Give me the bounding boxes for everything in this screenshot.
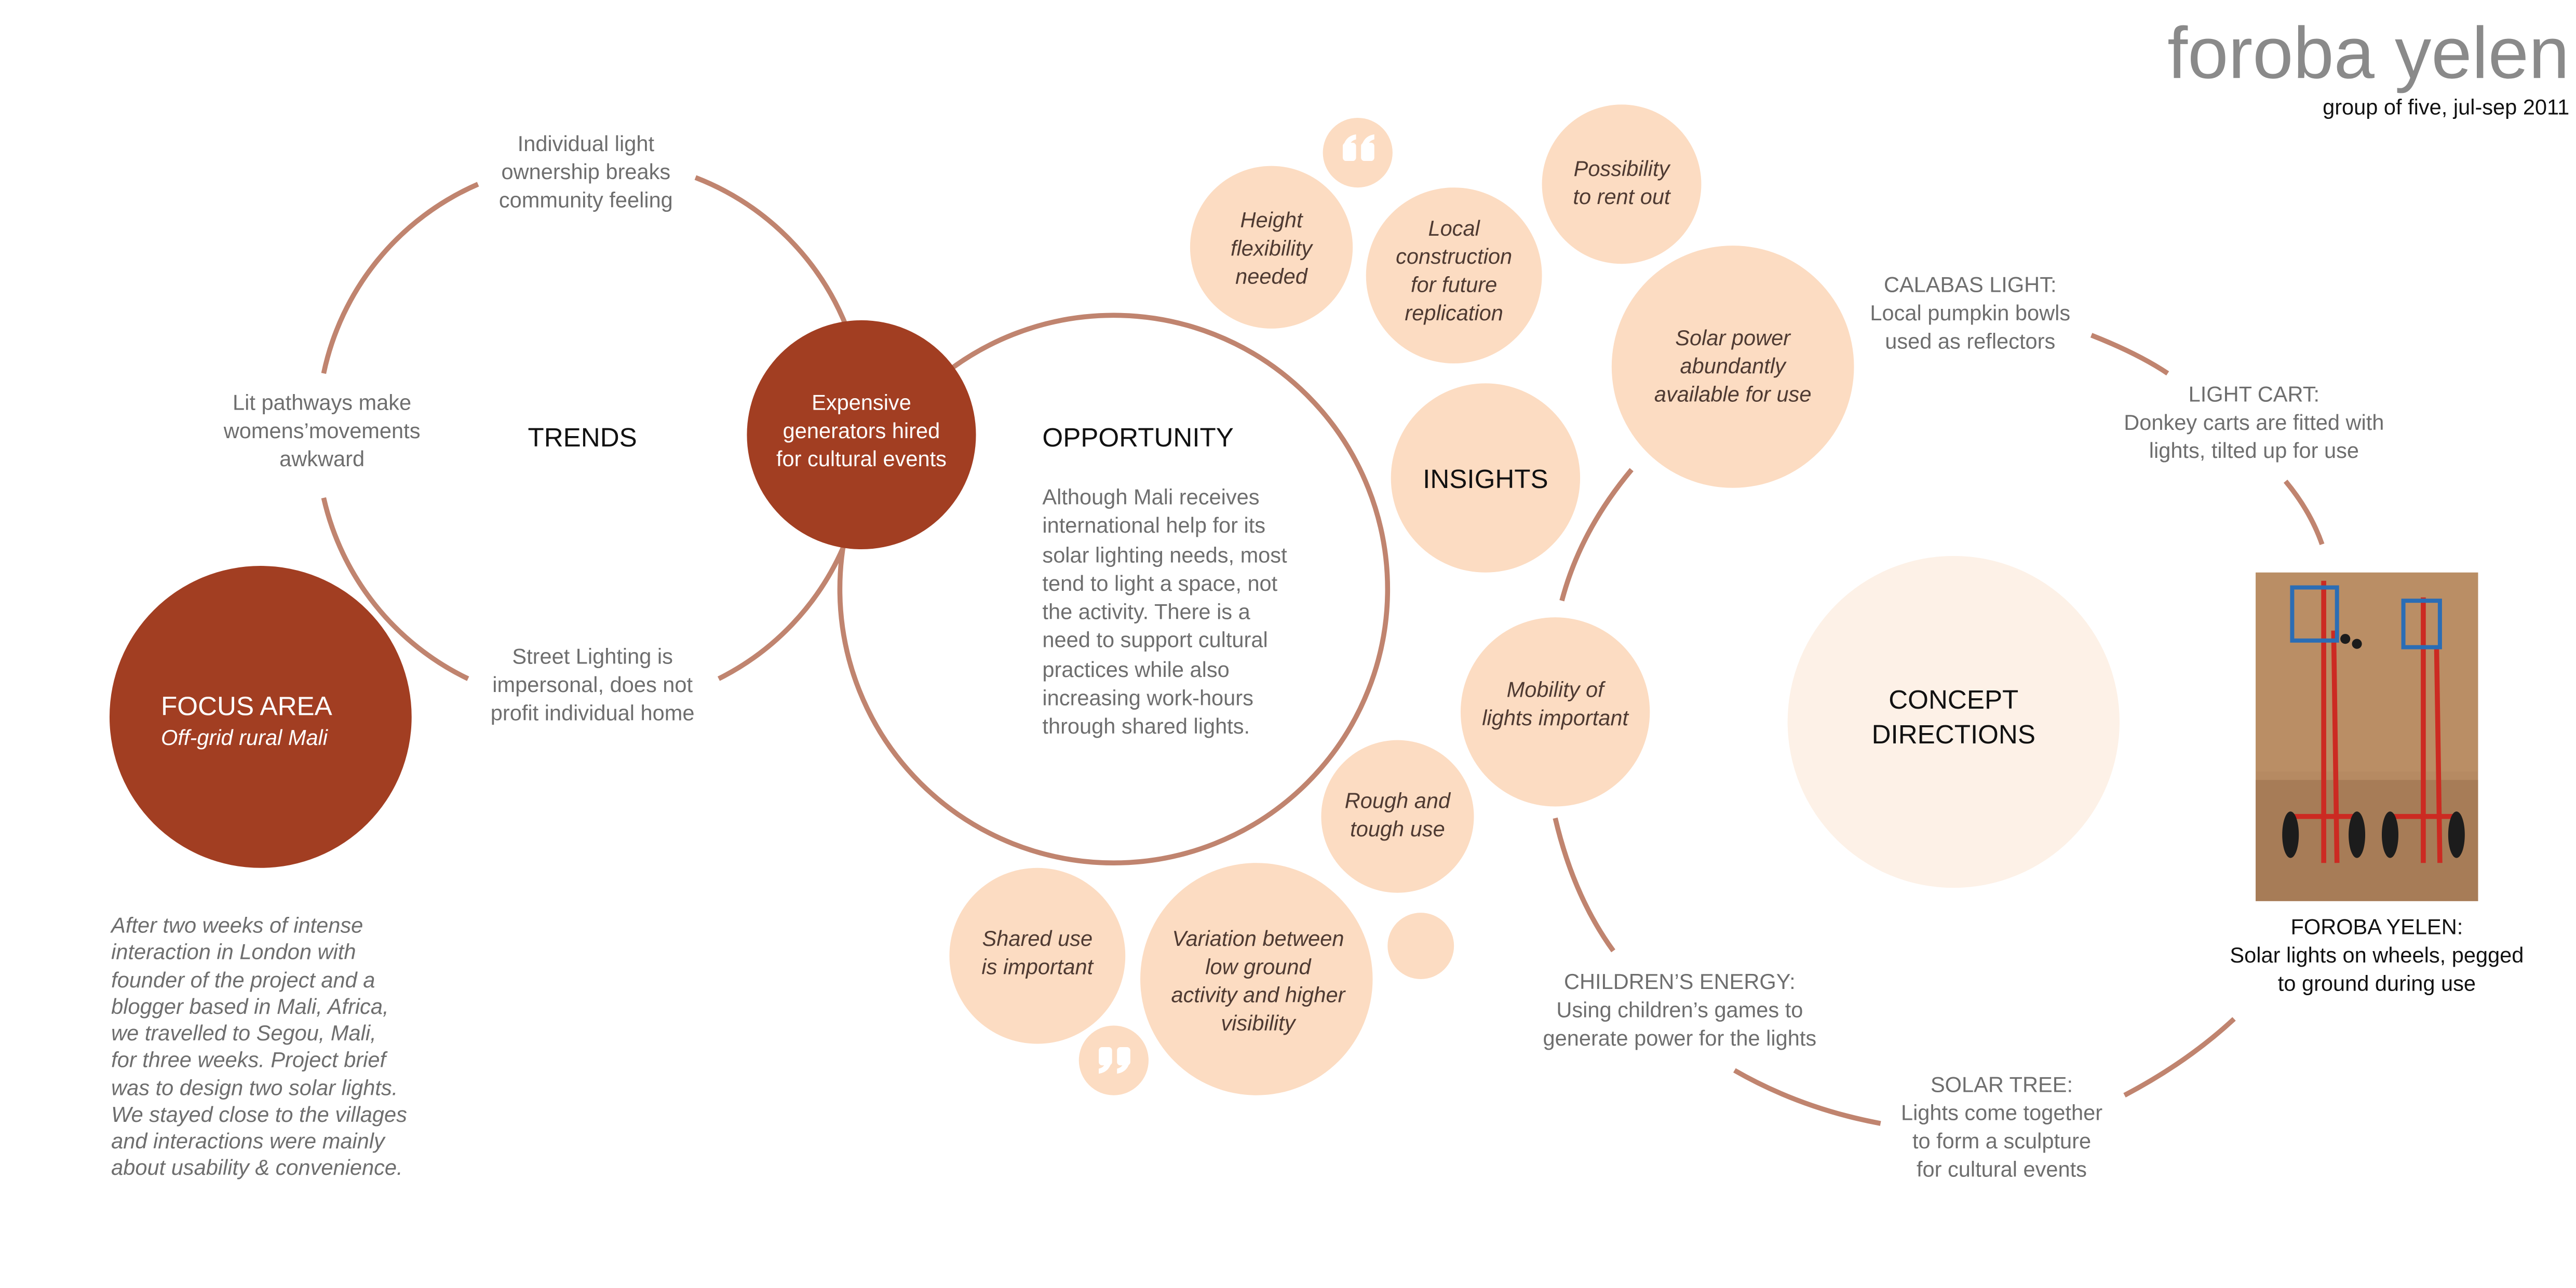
- concept-solar-tree: SOLAR TREE:Lights come together to form …: [1900, 1072, 2103, 1181]
- page-subtitle: group of five, jul-sep 2011: [2323, 94, 2570, 120]
- page-title: foroba yelen: [2167, 13, 2570, 95]
- quote-close-icon: [1099, 1047, 1130, 1074]
- insight-bubble-rough: [1321, 740, 1474, 893]
- insight-bubble-variation: [1140, 863, 1373, 1095]
- insights-hub-circle: [1391, 383, 1581, 573]
- insight-bubble-height: [1190, 166, 1353, 329]
- expensive-generators-circle: [747, 320, 976, 550]
- focus-area-title: FOCUS AREA: [161, 694, 332, 722]
- photo-caption: FOROBA YELEN:Solar lights on wheels, peg…: [2230, 914, 2524, 996]
- concept-arc-bottom-left: [1733, 1068, 1881, 1126]
- quote-open-bubble: [1323, 117, 1393, 188]
- insight-bubble-mobility: [1460, 617, 1650, 807]
- insight-bubble-shared: [949, 867, 1126, 1044]
- focus-area-circle: [109, 566, 412, 868]
- insights-arc-upper: [1559, 468, 1634, 602]
- concept-arc-top: [2090, 333, 2169, 376]
- insight-bubble-solar-power: [1611, 246, 1854, 488]
- trends-ring-arc-bottom-left: [321, 497, 469, 681]
- concept-childrens-energy: CHILDREN’S ENERGY:Using children’s games…: [1543, 969, 1817, 1050]
- trends-ring-arc-top: [694, 175, 849, 328]
- quote-close-bubble: [1078, 1025, 1149, 1095]
- opportunity-label: OPPORTUNITY: [1042, 425, 1234, 453]
- concept-arc-right: [2283, 479, 2325, 546]
- insight-bubble-local-construction: [1366, 187, 1542, 364]
- quote-open-icon: [1342, 134, 1374, 161]
- trends-label: TRENDS: [528, 425, 637, 453]
- small-bubble: [1387, 913, 1454, 979]
- opportunity-ring: [837, 313, 1391, 865]
- foroba-yelen-photo: [2256, 572, 2478, 901]
- concept-arc-bottom-right: [2123, 1017, 2236, 1097]
- concept-directions-circle: [1787, 555, 2120, 888]
- insights-label: INSIGHTS: [1423, 466, 1548, 495]
- focus-area-subtitle: Off-grid rural Mali: [161, 725, 328, 750]
- trends-ring-arc-top-left: [321, 182, 479, 374]
- insight-bubble-rent: [1542, 104, 1702, 264]
- insights-arc-lower: [1553, 817, 1615, 953]
- trends-ring-arc-bottom-right: [717, 546, 846, 681]
